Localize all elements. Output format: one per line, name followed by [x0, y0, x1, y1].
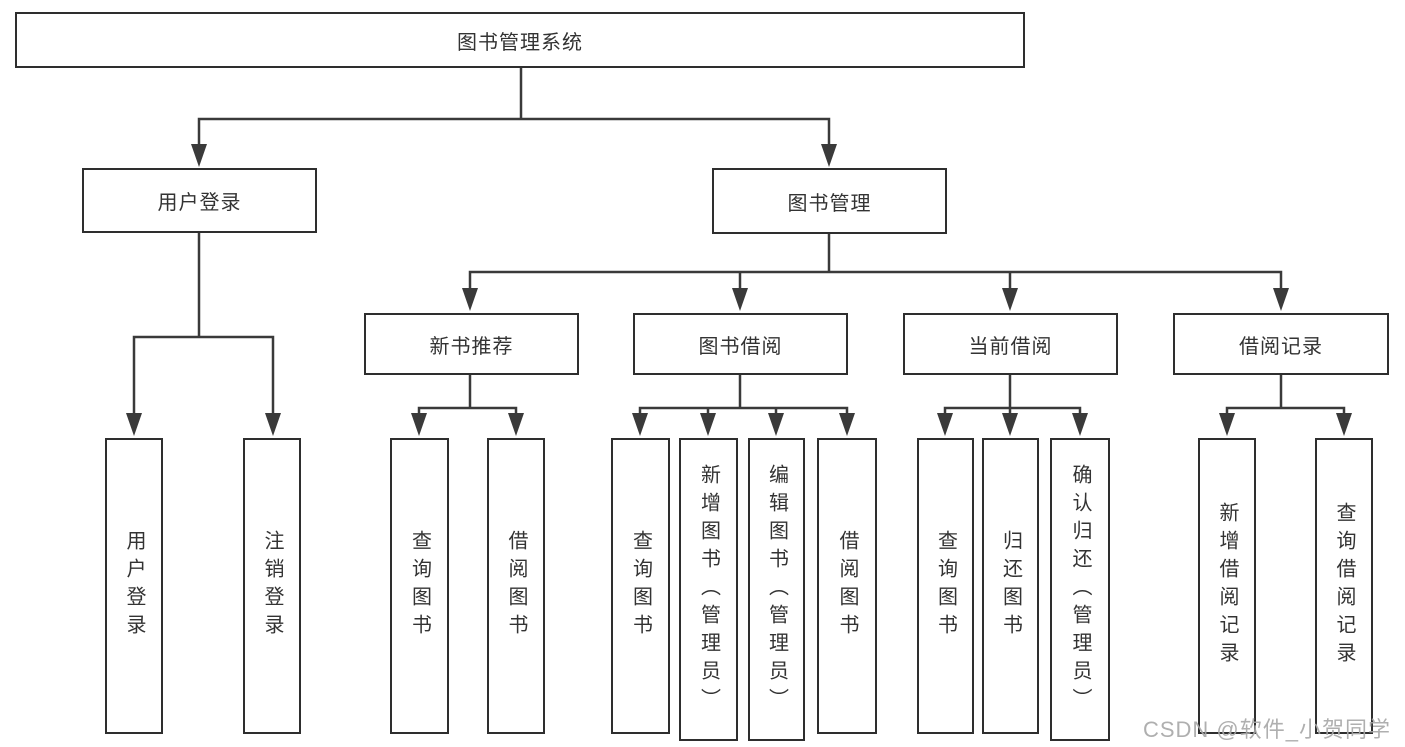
leaf-query-books-current-label: 查询图书 [934, 530, 957, 642]
leaf-edit-book-admin: 编辑图书（管理员） [748, 438, 805, 741]
watermark: CSDN @软件_小贺同学 [1142, 717, 1391, 742]
leaf-borrow-books-2-label: 借阅图书 [836, 530, 858, 642]
leaf-query-books-recommend-label: 查询图书 [408, 530, 431, 642]
leaf-borrow-books-2: 借阅图书 [817, 438, 877, 734]
leaf-add-book-admin-label: 新增图书（管理员） [697, 463, 720, 716]
node-book-borrow: 图书借阅 [633, 313, 848, 375]
leaf-query-books-borrow-label: 查询图书 [629, 530, 652, 642]
node-book-management: 图书管理 [712, 168, 947, 234]
leaf-user-login-label: 用户登录 [123, 530, 145, 642]
leaf-return-book: 归还图书 [982, 438, 1039, 734]
leaf-confirm-return-admin-label: 确认归还（管理员） [1069, 463, 1091, 716]
node-new-book-recommend-label: 新书推荐 [429, 335, 514, 358]
node-book-management-label: 图书管理 [787, 192, 872, 215]
leaf-logout: 注销登录 [243, 438, 301, 734]
node-borrow-records-label: 借阅记录 [1239, 335, 1323, 358]
leaf-edit-book-admin-label: 编辑图书（管理员） [765, 463, 788, 716]
leaf-query-books-borrow: 查询图书 [611, 438, 670, 734]
leaf-query-books-recommend: 查询图书 [390, 438, 449, 734]
leaf-add-book-admin: 新增图书（管理员） [679, 438, 738, 741]
node-user-login: 用户登录 [82, 168, 317, 233]
leaf-borrow-books-recommend: 借阅图书 [487, 438, 545, 734]
leaf-return-book-label: 归还图书 [999, 530, 1022, 642]
leaf-user-login: 用户登录 [105, 438, 163, 734]
node-root: 图书管理系统 [15, 12, 1025, 68]
leaf-confirm-return-admin: 确认归还（管理员） [1050, 438, 1110, 741]
leaf-add-borrow-record-label: 新增借阅记录 [1216, 502, 1238, 670]
leaf-logout-label: 注销登录 [261, 530, 283, 642]
leaf-query-borrow-record-label: 查询借阅记录 [1333, 502, 1355, 670]
node-book-borrow-label: 图书借阅 [698, 335, 783, 358]
leaf-add-borrow-record: 新增借阅记录 [1198, 438, 1256, 734]
node-current-borrow: 当前借阅 [903, 313, 1118, 375]
node-user-login-label: 用户登录 [157, 192, 242, 214]
leaf-query-books-current: 查询图书 [917, 438, 974, 734]
leaf-query-borrow-record: 查询借阅记录 [1315, 438, 1373, 734]
node-root-label: 图书管理系统 [457, 31, 583, 54]
leaf-borrow-books-recommend-label: 借阅图书 [505, 530, 527, 642]
node-new-book-recommend: 新书推荐 [364, 313, 579, 375]
node-current-borrow-label: 当前借阅 [968, 335, 1053, 358]
node-borrow-records: 借阅记录 [1173, 313, 1389, 375]
